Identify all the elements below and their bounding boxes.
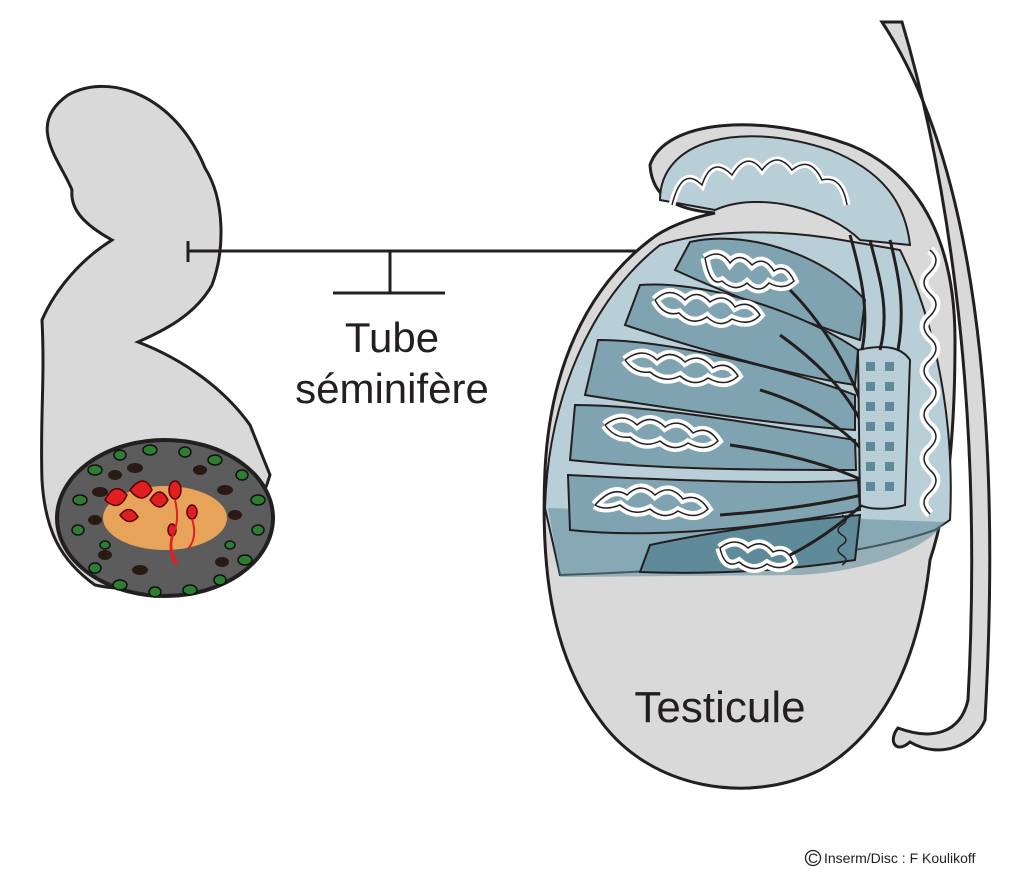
rete-body bbox=[856, 346, 912, 510]
pointer-line bbox=[186, 241, 712, 295]
label-testicule: Testicule bbox=[634, 683, 805, 732]
label-seminifere: séminifère bbox=[295, 365, 489, 412]
copyright-icon bbox=[804, 849, 822, 867]
testis bbox=[542, 20, 992, 790]
spermatocyte-cells bbox=[88, 463, 242, 575]
spermatid-cells bbox=[104, 480, 198, 537]
tubule-magnified bbox=[40, 85, 275, 598]
vas-deferens bbox=[879, 20, 992, 752]
spermatozoa-tails bbox=[169, 499, 196, 566]
rete-testis bbox=[856, 346, 912, 510]
tubule-cross-section bbox=[55, 438, 275, 598]
epididymis-body bbox=[848, 234, 941, 518]
lumen bbox=[103, 486, 227, 550]
tubuli-recti bbox=[719, 288, 864, 557]
seminiferous-coils bbox=[591, 249, 800, 573]
epididymis-head bbox=[658, 135, 912, 247]
copyright-credit: C Inserm/Disc : F Koulikoff bbox=[804, 849, 976, 867]
epididymis-tail bbox=[837, 514, 847, 566]
lobule-1 bbox=[673, 237, 867, 342]
copyright-symbol: C bbox=[808, 850, 818, 866]
label-tube: Tube bbox=[345, 314, 439, 361]
credit-text: Inserm/Disc : F Koulikoff bbox=[824, 850, 976, 866]
spermatogonia-cells bbox=[71, 444, 266, 598]
